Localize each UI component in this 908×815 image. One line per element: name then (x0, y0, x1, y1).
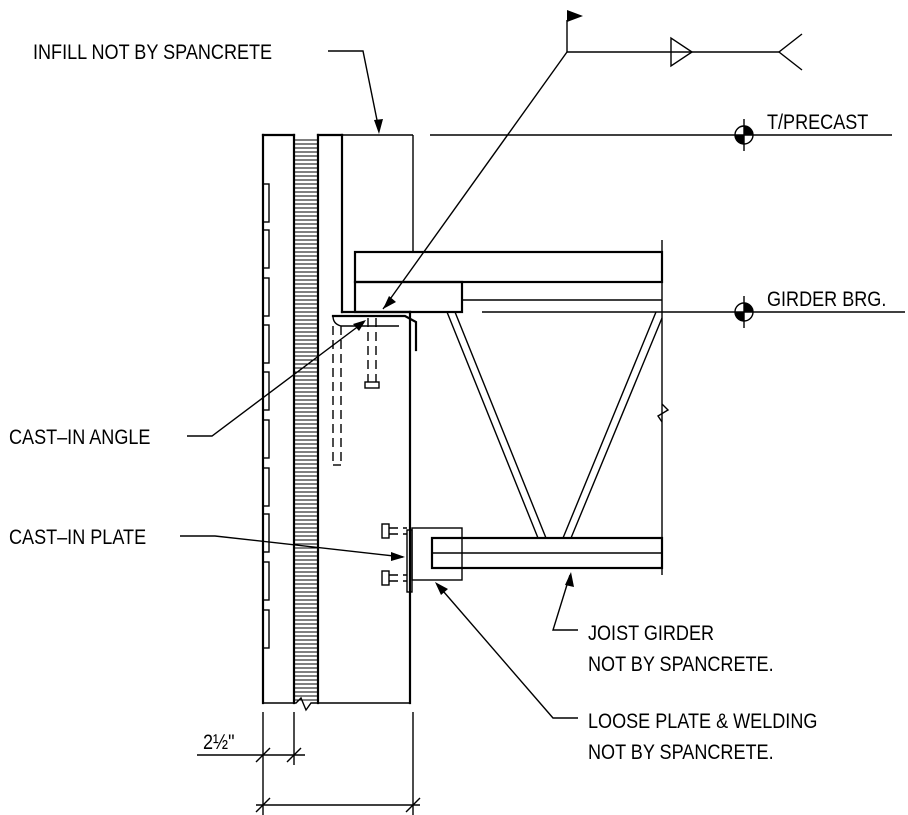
reveal-groove (262, 324, 270, 364)
insulation-hatch (295, 139, 317, 701)
reveal-groove (262, 229, 270, 269)
girder-web-members (446, 311, 663, 539)
label-loose-plate-line1: LOOSE PLATE & WELDING (588, 710, 817, 734)
reveal-groove (262, 467, 270, 507)
label-dim-2-5: 2½" (203, 731, 235, 755)
reveal-groove (262, 183, 270, 223)
level-marker-girder-brg (728, 296, 905, 328)
label-joist-girder-line1: JOIST GIRDER (588, 622, 714, 646)
leader-lines (180, 50, 578, 719)
label-girder-brg: GIRDER BRG. (767, 288, 886, 312)
reveal-groove (262, 513, 270, 553)
reveal-groove (262, 371, 270, 411)
cast-in-plate (381, 523, 463, 593)
label-loose-plate-line2: NOT BY SPANCRETE. (588, 741, 774, 765)
label-t-precast: T/PRECAST (767, 111, 868, 135)
girder-top-chord (353, 240, 670, 575)
label-cast-in-plate: CAST–IN PLATE (9, 526, 146, 550)
labels: INFILL NOT BY SPANCRETE T/PRECAST GIRDER… (9, 41, 886, 765)
reveal-groove (262, 277, 270, 317)
reveal-groove (262, 419, 270, 459)
precast-wall-panel (261, 133, 412, 712)
reveal-grooves (262, 183, 270, 649)
reveal-groove (262, 561, 270, 601)
level-marker-t-precast (728, 119, 892, 151)
label-infill: INFILL NOT BY SPANCRETE (33, 41, 272, 65)
cast-in-angle (331, 314, 418, 466)
label-joist-girder-line2: NOT BY SPANCRETE. (588, 653, 774, 677)
infill-outline (342, 134, 414, 252)
dimensions (197, 712, 421, 815)
girder-bottom-chord (430, 536, 664, 570)
label-cast-in-angle: CAST–IN ANGLE (9, 426, 150, 450)
weld-symbol (382, 10, 803, 310)
level-lines (430, 134, 728, 313)
reveal-groove (262, 609, 270, 649)
